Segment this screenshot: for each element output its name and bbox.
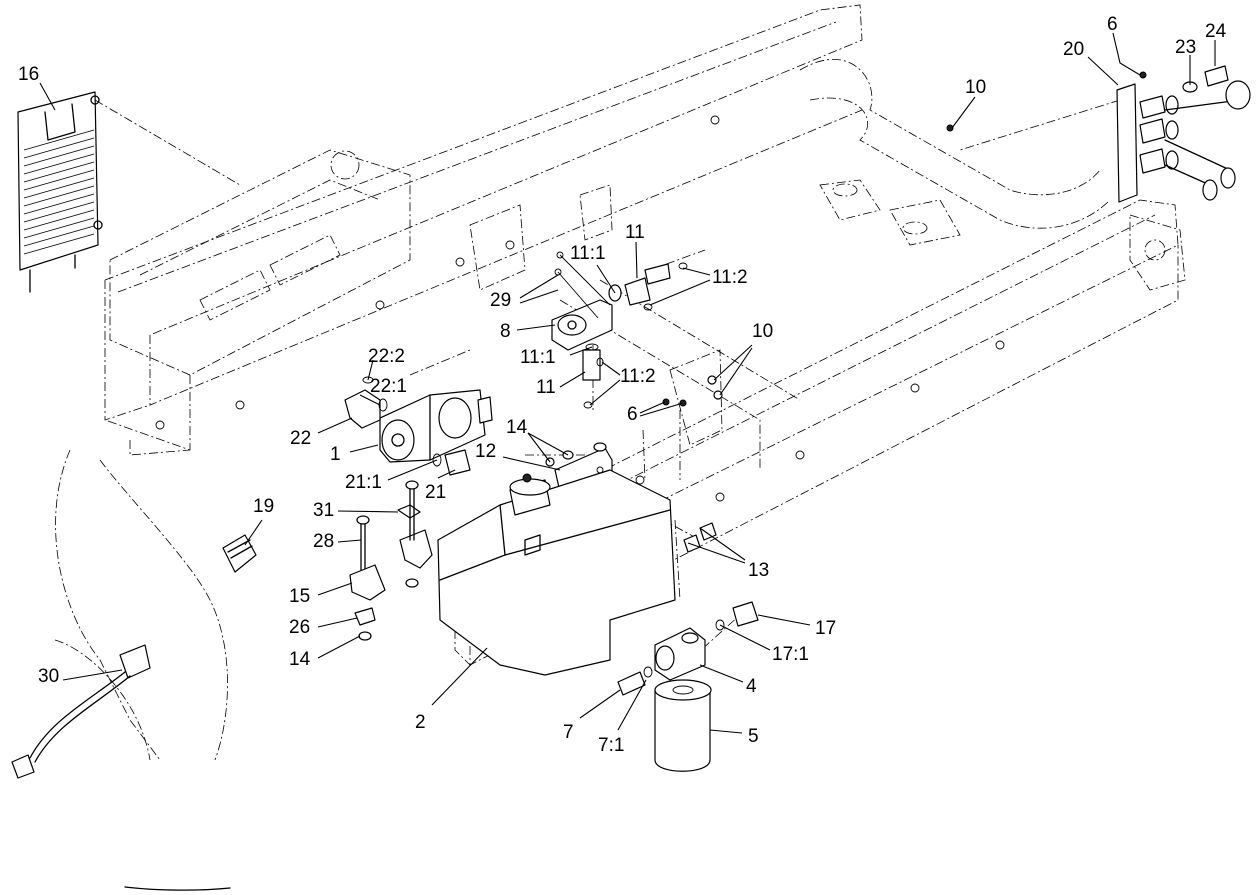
callout-2: 2 bbox=[415, 712, 426, 733]
assembly-lines bbox=[94, 99, 1121, 661]
callout-14: 14 bbox=[289, 649, 311, 670]
callout-1: 1 bbox=[330, 444, 341, 465]
callout-17-1: 17:1 bbox=[772, 644, 809, 665]
callout-4: 4 bbox=[746, 676, 757, 697]
scale-mark bbox=[124, 886, 231, 891]
callout-22: 22 bbox=[290, 428, 311, 449]
callout-23: 23 bbox=[1175, 37, 1196, 58]
callout-21: 21 bbox=[425, 482, 446, 503]
callout-6: 6 bbox=[627, 404, 638, 425]
callout-6: 6 bbox=[1107, 14, 1118, 35]
callout-22-2: 22:2 bbox=[368, 346, 405, 367]
callout-11-1: 11:1 bbox=[570, 243, 606, 264]
callout-15: 15 bbox=[289, 586, 310, 607]
callout-8: 8 bbox=[500, 321, 511, 342]
hardware bbox=[662, 375, 723, 553]
wire-harness bbox=[11, 534, 257, 779]
callout-labels: 16 6 24 20 23 10 11 11:1 11:2 29 8 11:1 … bbox=[18, 14, 1227, 756]
callout-12: 12 bbox=[475, 441, 496, 462]
callout-20: 20 bbox=[1063, 39, 1084, 60]
callout-21-1: 21:1 bbox=[345, 472, 382, 493]
callout-11: 11 bbox=[536, 377, 556, 398]
filter-assembly bbox=[617, 601, 759, 772]
callout-16: 16 bbox=[18, 64, 39, 85]
callout-17: 17 bbox=[815, 618, 836, 639]
hydraulic-tank bbox=[437, 469, 676, 676]
callout-31: 31 bbox=[313, 500, 334, 521]
callout-11-2: 11:2 bbox=[620, 366, 656, 387]
callout-14: 14 bbox=[506, 417, 528, 438]
callout-29: 29 bbox=[490, 290, 511, 311]
callout-19: 19 bbox=[253, 496, 274, 517]
callout-24: 24 bbox=[1205, 21, 1227, 42]
callout-30: 30 bbox=[38, 666, 59, 687]
callout-10: 10 bbox=[965, 77, 986, 98]
oil-cooler bbox=[17, 91, 103, 293]
callout-10: 10 bbox=[752, 321, 773, 342]
callout-7: 7 bbox=[563, 722, 574, 743]
leader-lines bbox=[39, 32, 1216, 734]
tank-mounts bbox=[349, 480, 433, 641]
coupler-bracket bbox=[946, 65, 1251, 203]
callout-5: 5 bbox=[748, 726, 759, 747]
callout-11: 11 bbox=[625, 222, 645, 243]
callout-7-1: 7:1 bbox=[598, 735, 624, 756]
callout-26: 26 bbox=[289, 617, 310, 638]
callout-22-1: 22:1 bbox=[370, 376, 407, 397]
callout-28: 28 bbox=[313, 531, 334, 552]
callout-13: 13 bbox=[748, 560, 769, 581]
valve-assembly bbox=[551, 251, 688, 409]
callout-11-1: 11:1 bbox=[520, 347, 556, 368]
callout-11-2: 11:2 bbox=[712, 267, 748, 288]
hydraulic-pump bbox=[344, 376, 493, 476]
